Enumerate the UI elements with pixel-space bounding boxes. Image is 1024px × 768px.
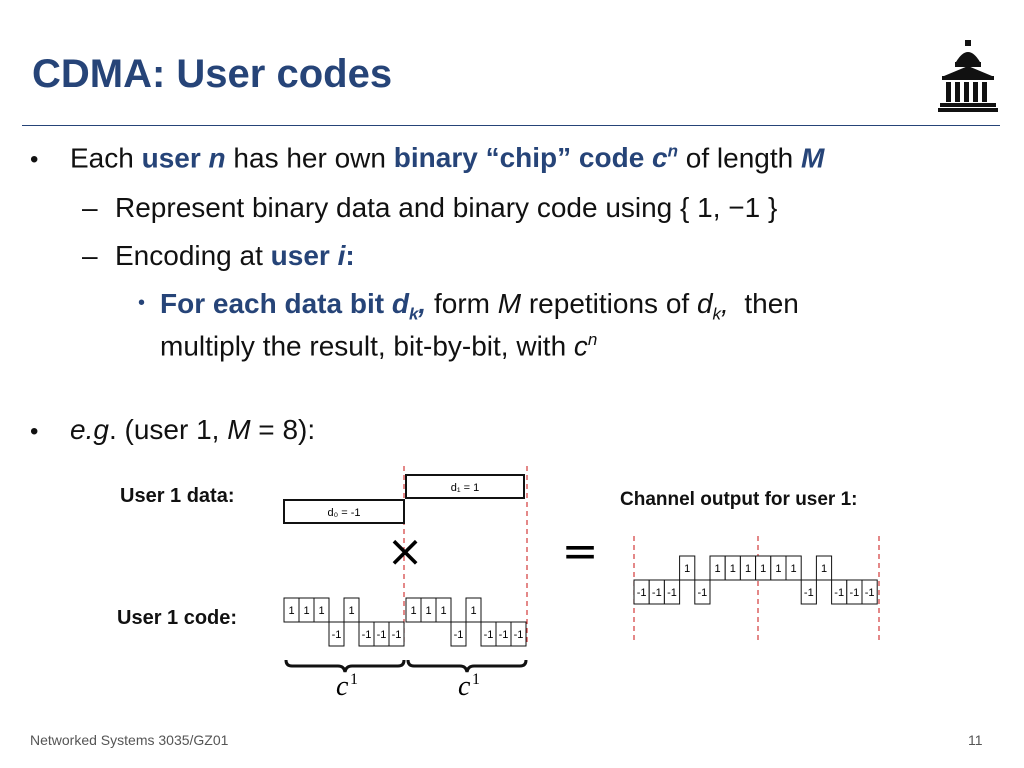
sub-sub-bullet-for-each: For each data bit dk, form M repetitions… bbox=[160, 288, 799, 324]
chip-value: -1 bbox=[499, 629, 509, 641]
chip-cell bbox=[313, 597, 330, 623]
times-symbol: × bbox=[387, 526, 424, 577]
data-bit-d1-box bbox=[405, 474, 525, 499]
chip-value: -1 bbox=[667, 587, 677, 599]
chip-cell bbox=[694, 579, 711, 605]
sub-bullet-represent: Represent binary data and binary code us… bbox=[115, 192, 778, 223]
chip-value: 1 bbox=[760, 563, 766, 575]
chip-value: 1 bbox=[410, 605, 416, 617]
slide-title: CDMA: User codes bbox=[32, 52, 393, 96]
bullet-dot: • bbox=[30, 418, 39, 445]
sub-bullet-dash: – bbox=[82, 240, 98, 271]
brace-label-c1: c bbox=[458, 671, 471, 702]
chip-value: 1 bbox=[745, 563, 751, 575]
chip-value: -1 bbox=[637, 587, 647, 599]
chip-value: -1 bbox=[514, 629, 524, 641]
chip-value: -1 bbox=[834, 587, 844, 599]
chip-value: 1 bbox=[775, 563, 781, 575]
channel-output-label: Channel output for user 1: bbox=[620, 489, 858, 510]
chip-cell bbox=[465, 597, 482, 623]
chip-value: 1 bbox=[730, 563, 736, 575]
brace-label-sup: 1 bbox=[472, 671, 480, 688]
chip-value: 1 bbox=[821, 563, 827, 575]
chip-cell bbox=[435, 597, 452, 623]
text-user: user n bbox=[141, 142, 226, 174]
user1-data-label: User 1 data: bbox=[120, 485, 235, 507]
bullet-dot: • bbox=[30, 146, 39, 173]
chip-value: -1 bbox=[804, 587, 814, 599]
chip-value: -1 bbox=[377, 629, 387, 641]
text-has: has her own bbox=[225, 142, 394, 174]
sub-sub-bullet-line2: multiply the result, bit-by-bit, with cn bbox=[160, 330, 598, 362]
chip-value: 1 bbox=[470, 605, 476, 617]
chip-value: 1 bbox=[684, 563, 690, 575]
chip-value: 1 bbox=[303, 605, 309, 617]
chip-value: 1 bbox=[791, 563, 797, 575]
chip-value: -1 bbox=[454, 629, 464, 641]
data-bit-d0-box bbox=[283, 499, 405, 524]
footer-course: Networked Systems 3035/GZ01 bbox=[30, 732, 229, 748]
chip-cell bbox=[510, 621, 527, 647]
chip-value: -1 bbox=[332, 629, 342, 641]
sub-bullet-encoding: Encoding at user i: bbox=[115, 240, 355, 271]
chip-value: -1 bbox=[652, 587, 662, 599]
data-bit-d0-label: d₀ = -1 bbox=[328, 507, 361, 519]
bullet-user-code: Each user n has her own binary “chip” co… bbox=[70, 142, 824, 174]
sub-bullet-dash: – bbox=[82, 192, 98, 223]
chip-cell bbox=[328, 621, 345, 647]
chip-value: 1 bbox=[318, 605, 324, 617]
chip-value: -1 bbox=[362, 629, 372, 641]
text-each: Each bbox=[70, 142, 142, 174]
portico-logo-icon bbox=[938, 40, 998, 112]
footer-page-number: 11 bbox=[968, 732, 983, 748]
user1-code-label: User 1 code: bbox=[117, 607, 238, 629]
text-binary-chip-code: binary “chip” code cn bbox=[393, 142, 679, 174]
chip-value: -1 bbox=[850, 587, 860, 599]
data-bit-d1-label: d₁ = 1 bbox=[451, 482, 479, 494]
chip-cell bbox=[785, 555, 802, 581]
text-of-length: of length bbox=[678, 142, 801, 174]
chip-cell bbox=[800, 579, 817, 605]
chip-value: 1 bbox=[425, 605, 431, 617]
sub-sub-bullet-dot: • bbox=[138, 292, 146, 314]
chip-cell bbox=[815, 555, 833, 581]
chip-cell bbox=[388, 621, 405, 647]
chip-value: 1 bbox=[288, 605, 294, 617]
chip-value: 1 bbox=[715, 563, 721, 575]
chip-cell bbox=[861, 579, 878, 605]
brace-label-c1: c bbox=[336, 671, 349, 702]
chip-cell bbox=[663, 579, 681, 605]
chip-value: -1 bbox=[698, 587, 708, 599]
brace-c1-left bbox=[284, 659, 406, 673]
chip-value: -1 bbox=[865, 587, 875, 599]
chip-value: 1 bbox=[440, 605, 446, 617]
brace-label-sup: 1 bbox=[350, 671, 358, 688]
brace-c1-right bbox=[406, 659, 528, 673]
bullet-example: e.g. (user 1, M = 8): bbox=[70, 414, 316, 445]
chip-value: -1 bbox=[392, 629, 402, 641]
chip-value: 1 bbox=[348, 605, 354, 617]
chip-cell bbox=[450, 621, 467, 647]
chip-cell bbox=[343, 597, 360, 623]
equals-symbol: = bbox=[562, 526, 599, 577]
text-M: M bbox=[801, 142, 825, 174]
chip-value: -1 bbox=[484, 629, 494, 641]
title-rule bbox=[22, 125, 1000, 126]
chip-cell bbox=[679, 555, 696, 581]
